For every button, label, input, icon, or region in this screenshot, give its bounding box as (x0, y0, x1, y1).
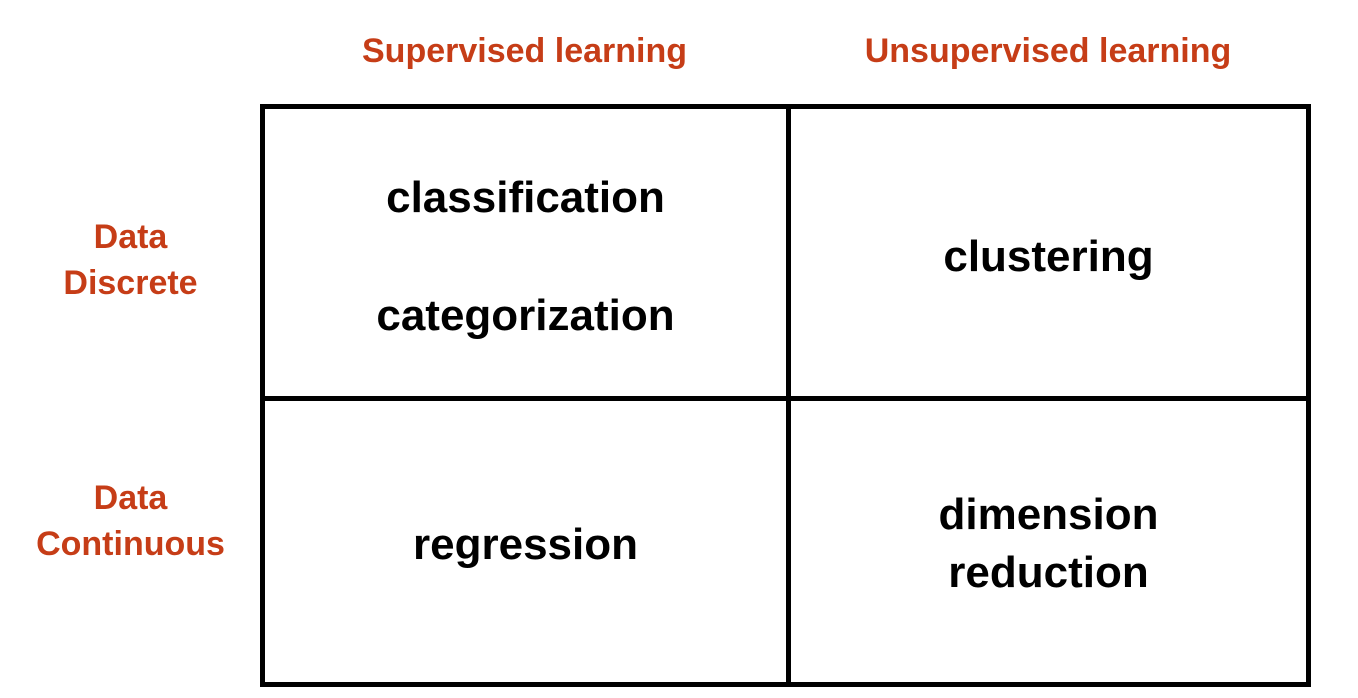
cell-term: classification (386, 173, 665, 222)
cell-discrete-unsupervised: clustering (791, 109, 1306, 396)
grid-horizontal-divider (265, 396, 1306, 401)
cell-continuous-unsupervised: dimension reduction (791, 401, 1306, 682)
row-header-line: Data (93, 479, 168, 517)
grid-vertical-divider (786, 109, 791, 682)
cell-term: clustering (943, 232, 1154, 281)
cell-discrete-supervised: classification categorization (265, 109, 786, 396)
cell-term: categorization (376, 291, 675, 340)
learning-matrix-grid: classification categorization clustering… (260, 104, 1311, 687)
cell-term: dimension (938, 490, 1159, 539)
row-header-line: Discrete (63, 264, 198, 302)
cell-term: regression (413, 520, 638, 569)
cell-term: reduction (948, 548, 1149, 597)
column-header-unsupervised-learning: Unsupervised learning (864, 32, 1232, 70)
row-header-line: Data (93, 218, 168, 256)
row-header-line: Continuous (36, 525, 225, 563)
cell-continuous-supervised: regression (265, 401, 786, 682)
column-header-supervised-learning: Supervised learning (362, 32, 687, 70)
row-header-data-discrete: Data Discrete (0, 214, 262, 306)
row-header-data-continuous: Data Continuous (0, 475, 262, 567)
